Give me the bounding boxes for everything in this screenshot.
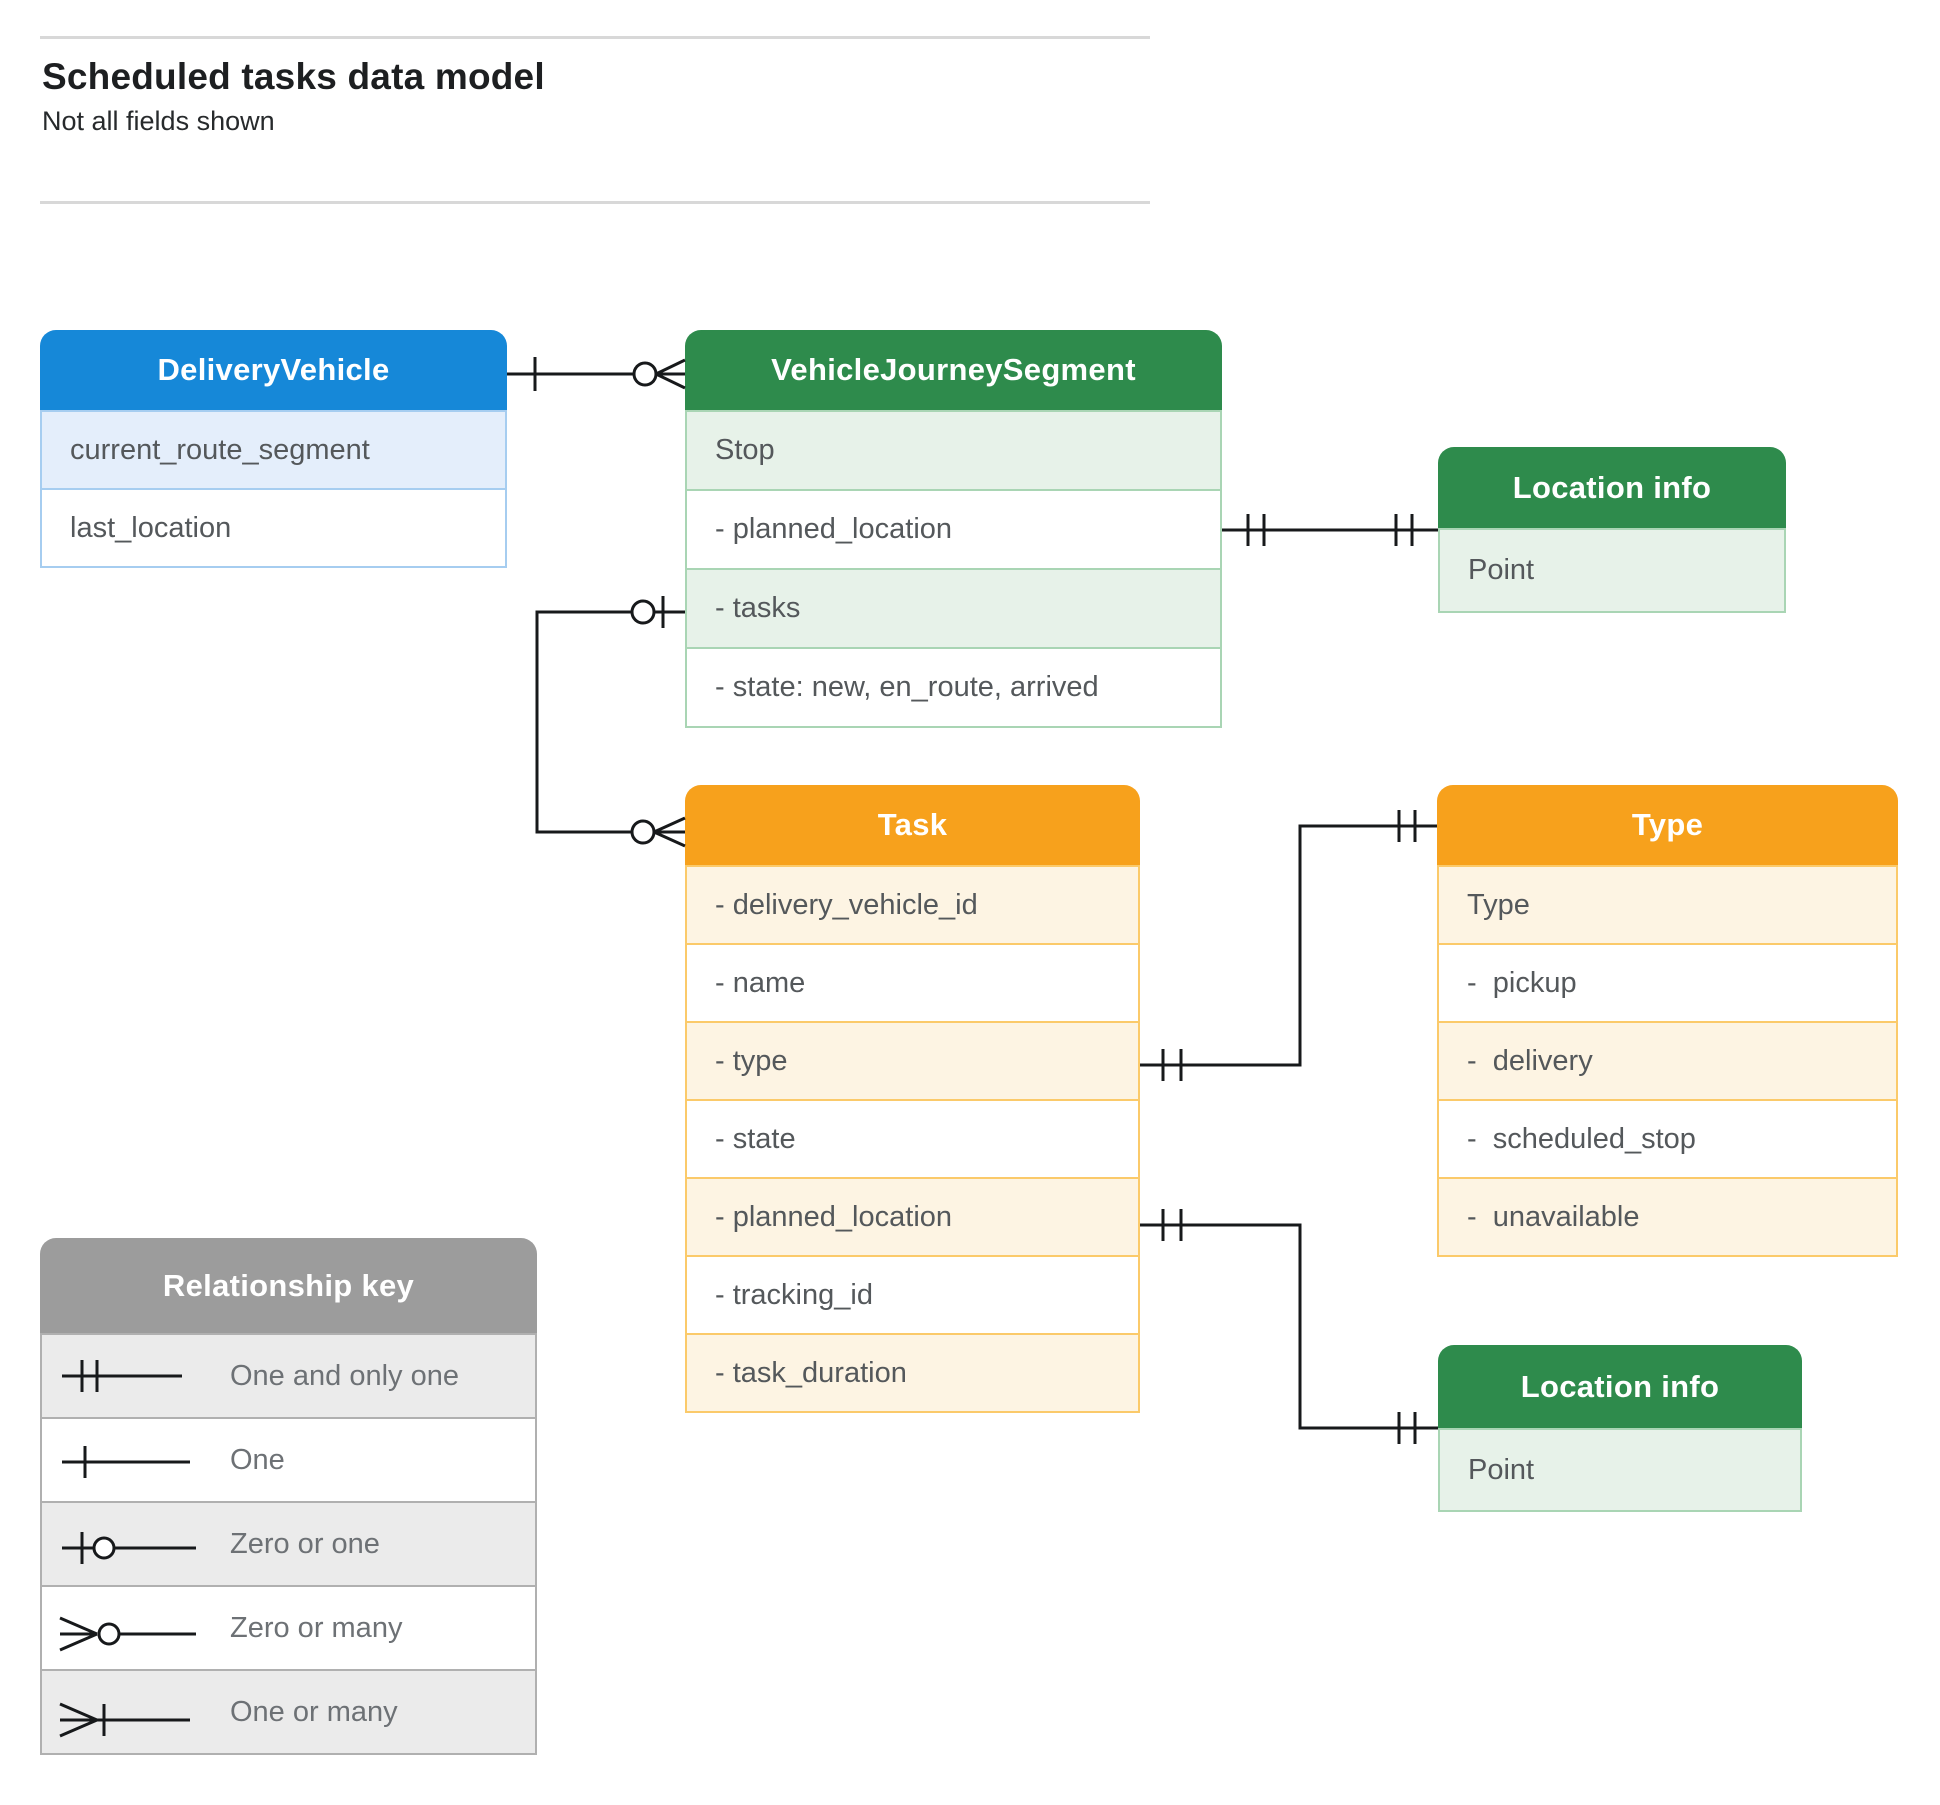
entity-row: - delivery — [1437, 1021, 1898, 1101]
entity-location-info-bottom: Location info Point — [1438, 1345, 1802, 1512]
legend-item-one-and-only-one: One and only one — [40, 1333, 537, 1419]
connector-type-type-entity — [1140, 810, 1437, 1081]
entity-location-info-top: Location info Point — [1438, 447, 1786, 613]
entity-row: Type — [1437, 865, 1898, 945]
entity-row: - planned_location — [685, 489, 1222, 570]
entity-row: - state — [685, 1099, 1140, 1179]
entity-delivery-vehicle: DeliveryVehicle current_route_segment la… — [40, 330, 507, 568]
top-divider — [40, 36, 1150, 39]
entity-vehicle-journey-segment: VehicleJourneySegment Stop - planned_loc… — [685, 330, 1222, 728]
page-title: Scheduled tasks data model — [42, 56, 545, 97]
page-subtitle: Not all fields shown — [42, 106, 275, 136]
entity-row: - name — [685, 943, 1140, 1023]
entity-row: - tracking_id — [685, 1255, 1140, 1335]
entity-row: Stop — [685, 410, 1222, 491]
relationship-key-title: Relationship key — [40, 1238, 537, 1333]
entity-task-title: Task — [685, 785, 1140, 865]
entity-row: current_route_segment — [40, 410, 507, 490]
legend-item-zero-or-one: Zero or one — [40, 1501, 537, 1587]
connector-tasks-task — [535, 596, 686, 848]
relationship-key: Relationship key One and only one One Ze… — [40, 1238, 537, 1755]
connector-deliveryvehicle-vehiclejourneysegment — [507, 357, 686, 391]
entity-vehicle-journey-segment-title: VehicleJourneySegment — [685, 330, 1222, 410]
entity-row: - type — [685, 1021, 1140, 1101]
entity-row: - scheduled_stop — [1437, 1099, 1898, 1179]
entity-location-info-bottom-title: Location info — [1438, 1345, 1802, 1428]
legend-item-one: One — [40, 1417, 537, 1503]
entity-row: Point — [1438, 1428, 1802, 1512]
legend-item-zero-or-many: Zero or many — [40, 1585, 537, 1671]
entity-row: Point — [1438, 528, 1786, 613]
entity-row: - pickup — [1437, 943, 1898, 1023]
entity-type: Type Type - pickup - delivery - schedule… — [1437, 785, 1898, 1257]
entity-type-title: Type — [1437, 785, 1898, 865]
entity-row: last_location — [40, 488, 507, 568]
subtitle-divider — [40, 201, 1150, 204]
entity-location-info-top-title: Location info — [1438, 447, 1786, 528]
connector-plannedlocation-locationinfo-top — [1222, 514, 1438, 546]
connector-plannedlocation-locationinfo-bottom — [1140, 1209, 1438, 1444]
entity-row: - task_duration — [685, 1333, 1140, 1413]
entity-row: - planned_location — [685, 1177, 1140, 1257]
entity-delivery-vehicle-title: DeliveryVehicle — [40, 330, 507, 410]
entity-row: - unavailable — [1437, 1177, 1898, 1257]
entity-row: - delivery_vehicle_id — [685, 865, 1140, 945]
legend-item-one-or-many: One or many — [40, 1669, 537, 1755]
entity-row: - state: new, en_route, arrived — [685, 647, 1222, 728]
entity-task: Task - delivery_vehicle_id - name - type… — [685, 785, 1140, 1413]
entity-row: - tasks — [685, 568, 1222, 649]
